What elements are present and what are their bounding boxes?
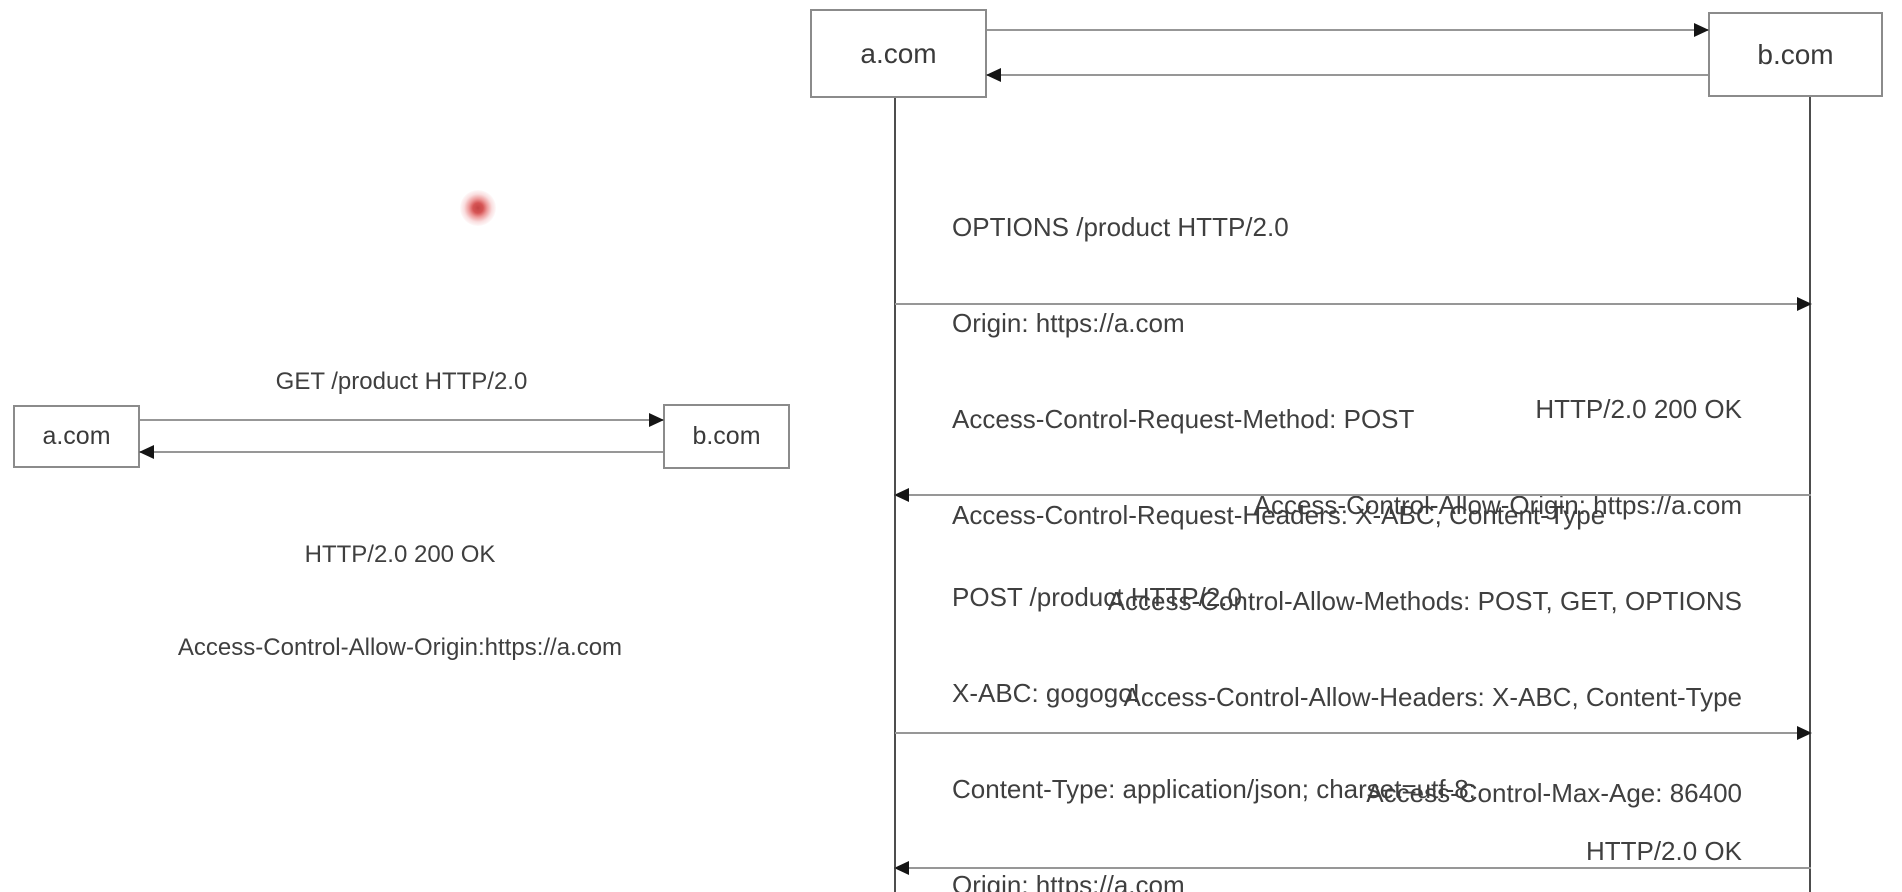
message-line: Access-Control-Request-Headers: X-ABC, C… bbox=[952, 500, 1606, 530]
post-request-text: POST /product HTTP/2.0 X-ABC: gogogo! Co… bbox=[952, 517, 1605, 892]
message-line: OPTIONS /product HTTP/2.0 bbox=[952, 212, 1289, 242]
post-response-text: HTTP/2.0 OK Access-Control-Allow-Origin:… bbox=[1254, 771, 1742, 892]
arrowhead-right-icon bbox=[649, 413, 664, 427]
message-line: Access-Control-Max-Age: 86400 bbox=[1366, 778, 1742, 808]
message-line: Origin: https://a.com bbox=[952, 308, 1185, 338]
left-actor-b-label: b.com bbox=[692, 422, 761, 450]
left-actor-b-box: b.com bbox=[663, 404, 790, 469]
arrowhead-left-icon bbox=[894, 861, 909, 875]
preflight-response-arrow bbox=[894, 488, 1811, 502]
message-line: Content-Type: application/json; charset=… bbox=[952, 774, 1476, 804]
left-request-label: GET /product HTTP/2.0 bbox=[275, 368, 528, 395]
arrowhead-right-icon bbox=[1694, 23, 1709, 37]
right-actor-b-box: b.com bbox=[1708, 12, 1883, 97]
post-request-arrow bbox=[895, 726, 1812, 740]
message-line: HTTP/2.0 200 OK bbox=[1535, 394, 1742, 424]
top-arrow-a-to-b bbox=[987, 23, 1709, 37]
arrowhead-right-icon bbox=[1797, 726, 1812, 740]
message-line: Access-Control-Request-Method: POST bbox=[952, 404, 1415, 434]
left-response-label: HTTP/2.0 200 OK Access-Control-Allow-Ori… bbox=[98, 477, 702, 725]
message-line: POST /product HTTP/2.0 bbox=[952, 582, 1242, 612]
top-arrow-b-to-a bbox=[986, 68, 1708, 82]
left-request-arrow bbox=[140, 413, 664, 427]
preflight-request-text: OPTIONS /product HTTP/2.0 Origin: https:… bbox=[952, 147, 1605, 595]
post-response-arrow bbox=[894, 861, 1811, 875]
message-line: Access-Control-Allow-Methods: POST, GET,… bbox=[1107, 586, 1742, 616]
red-pointer-dot-icon bbox=[460, 190, 496, 226]
left-response-line-2: Access-Control-Allow-Origin:https://a.co… bbox=[177, 634, 623, 661]
message-line: HTTP/2.0 OK bbox=[1585, 836, 1742, 866]
message-line: Access-Control-Allow-Headers: X-ABC, Con… bbox=[1123, 682, 1742, 712]
arrowhead-left-icon bbox=[986, 68, 1001, 82]
arrowhead-right-icon bbox=[1797, 297, 1812, 311]
left-actor-a-label: a.com bbox=[42, 422, 111, 450]
arrowhead-left-icon bbox=[139, 445, 154, 459]
left-actor-a-box: a.com bbox=[13, 405, 140, 468]
preflight-request-arrow bbox=[895, 297, 1812, 311]
message-line: Origin: https://a.com bbox=[952, 870, 1185, 892]
arrowhead-left-icon bbox=[894, 488, 909, 502]
right-actor-a-box: a.com bbox=[810, 9, 987, 98]
message-line: X-ABC: gogogo! bbox=[952, 678, 1140, 708]
right-actor-a-label: a.com bbox=[860, 37, 937, 69]
right-actor-b-label: b.com bbox=[1757, 38, 1834, 70]
left-response-arrow bbox=[139, 445, 663, 459]
left-response-line-1: HTTP/2.0 200 OK bbox=[304, 541, 496, 568]
